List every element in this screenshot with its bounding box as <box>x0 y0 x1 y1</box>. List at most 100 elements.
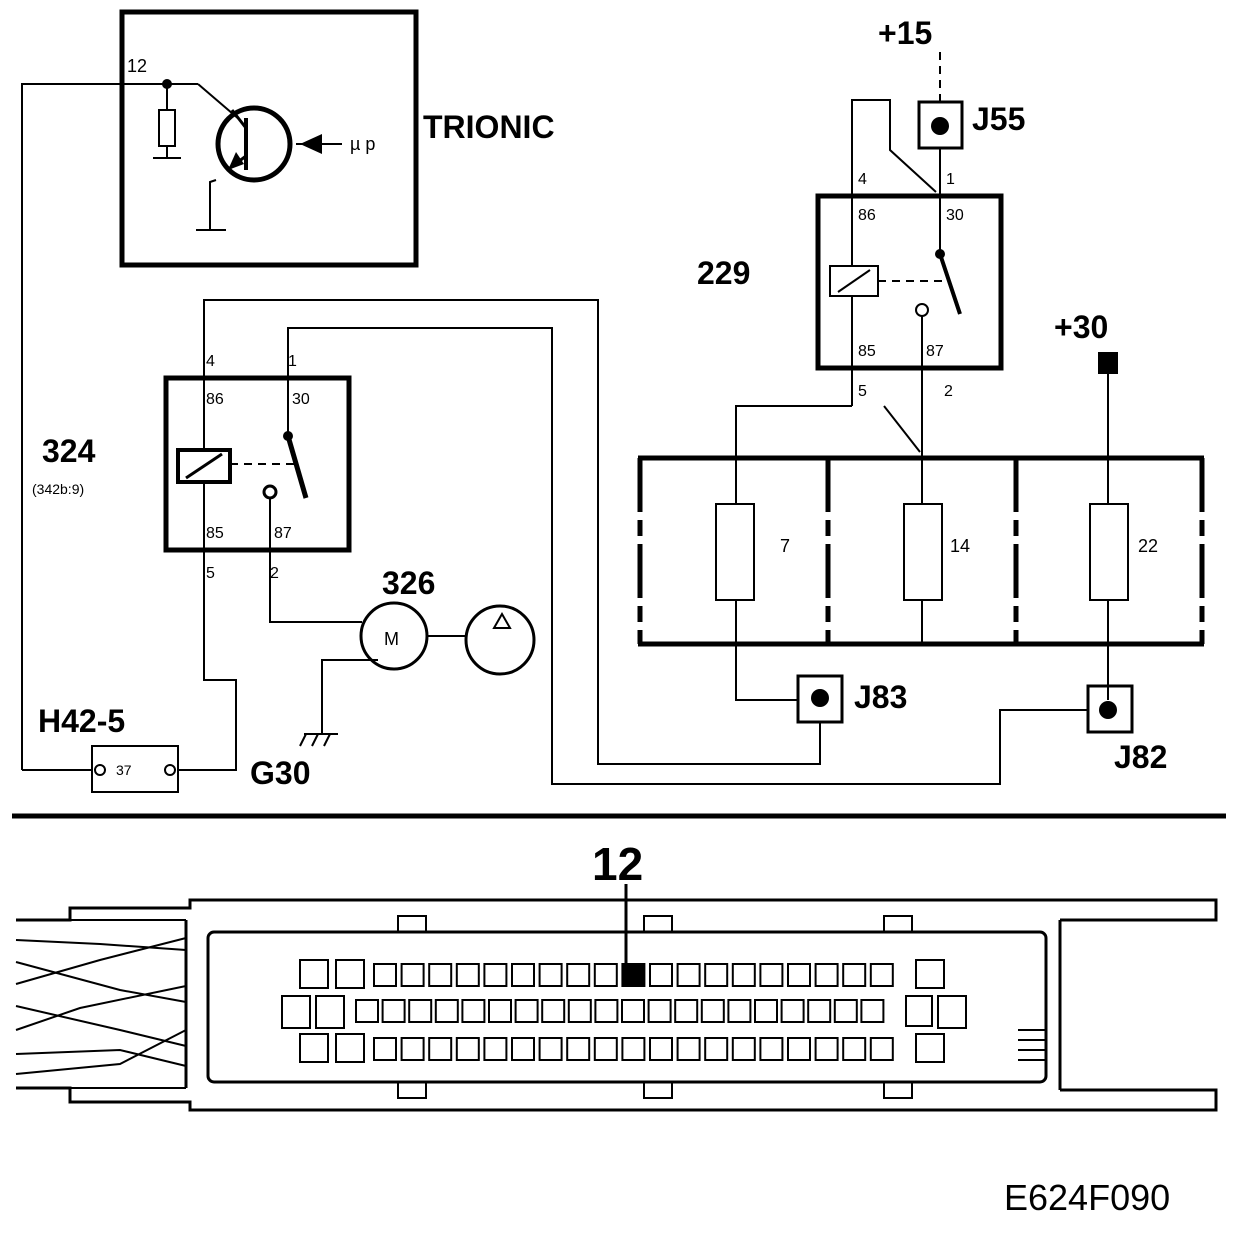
relay324-t2: 2 <box>270 565 279 582</box>
fuse-22-label: 22 <box>1138 536 1158 556</box>
relay324-t1: 1 <box>288 353 297 370</box>
plug-pin <box>373 963 397 987</box>
motor-label: M <box>384 629 399 649</box>
ground-label: G30 <box>250 755 310 791</box>
plug-pin <box>400 1037 425 1061</box>
plug-pin <box>780 999 805 1023</box>
plug-pin <box>731 1037 756 1061</box>
j82-label: J82 <box>1114 739 1167 775</box>
plug-pin <box>937 995 967 1029</box>
plug-pin <box>842 1037 867 1061</box>
plug-pin <box>381 999 406 1023</box>
plug-pin <box>538 1037 563 1061</box>
plug-pin <box>869 1037 894 1061</box>
plug-pin <box>807 999 832 1023</box>
relay324-t85: 85 <box>206 525 224 542</box>
fuse-14-label: 14 <box>950 536 970 556</box>
relay324-t87: 87 <box>274 525 292 542</box>
plug-pin <box>842 963 867 987</box>
plug-pin <box>676 1037 701 1061</box>
plug-pin <box>649 963 673 987</box>
plug-pin <box>621 999 645 1023</box>
plug-pin <box>833 999 858 1023</box>
ecu-name: TRIONIC <box>423 109 555 145</box>
plug-pin <box>593 963 618 987</box>
relay229-t30: 30 <box>946 207 964 224</box>
plug-pin <box>647 999 672 1023</box>
plug-pin <box>373 1037 397 1061</box>
figure-code: E624F090 <box>1004 1177 1170 1218</box>
plug-pin-rows <box>281 959 967 1063</box>
relay-324: 4 1 86 30 85 87 <box>163 353 352 553</box>
plug-pin <box>538 963 563 987</box>
relay229-t87: 87 <box>926 343 944 360</box>
plug-pin <box>299 1033 329 1063</box>
plug-pin <box>461 999 486 1023</box>
plug-pin <box>700 999 725 1023</box>
plug-pin <box>408 999 433 1023</box>
plug-pin-label: 12 <box>592 838 643 890</box>
plug-pin <box>335 1033 365 1063</box>
plug-pin <box>428 963 453 987</box>
plug-pin <box>483 1037 508 1061</box>
relay229-t2: 2 <box>944 383 953 400</box>
plug-pin <box>455 963 480 987</box>
plug-pin <box>727 999 752 1023</box>
plug-pin <box>428 1037 453 1061</box>
plug-pin <box>759 963 784 987</box>
plug-pin <box>483 963 508 987</box>
plug-pin <box>704 1037 729 1061</box>
plug-pin <box>434 999 459 1023</box>
plug-pin <box>676 963 701 987</box>
plug-pin <box>787 1037 811 1061</box>
plug-pin <box>704 963 729 987</box>
plug-pin <box>759 1037 784 1061</box>
relay229-t1: 1 <box>946 171 955 188</box>
plug-pin <box>400 963 425 987</box>
plug-pin <box>514 999 539 1023</box>
plug-pin <box>455 1037 480 1061</box>
plug-pin <box>594 999 619 1023</box>
pump-id: 326 <box>382 565 435 601</box>
connector-pin: 37 <box>116 762 132 778</box>
plug-pin <box>731 963 756 987</box>
plug-pin <box>335 959 365 989</box>
plug-pin <box>281 995 311 1029</box>
plug-pin <box>621 1037 646 1061</box>
plug-pin <box>566 963 591 987</box>
plug-pin <box>567 999 592 1023</box>
relay324-t86: 86 <box>206 391 224 408</box>
relay324-t30: 30 <box>292 391 310 408</box>
plug-pin <box>754 999 778 1023</box>
relay324-id: 324 <box>42 433 96 469</box>
plug-pin <box>511 963 535 987</box>
plug-pin <box>355 999 379 1023</box>
plug-pin <box>315 995 345 1029</box>
plug-pin <box>299 959 329 989</box>
relay229-t86: 86 <box>858 207 876 224</box>
relay324-t5: 5 <box>206 565 215 582</box>
plug-pin <box>787 963 811 987</box>
relay324-sub: (342b:9) <box>32 481 84 497</box>
plug-pin <box>566 1037 591 1061</box>
ecu-pin-label: 12 <box>127 56 147 76</box>
plug-pin <box>915 1033 945 1063</box>
ecu-plug <box>15 898 1218 1112</box>
plug-pin <box>593 1037 618 1061</box>
plug-pin <box>905 995 933 1027</box>
ecu-mu-label: µ p <box>350 134 375 154</box>
relay-229: 4 1 86 30 85 87 <box>815 99 1004 371</box>
plug-pin <box>621 963 646 987</box>
supply-15-label: +15 <box>878 15 932 51</box>
pump-icon <box>464 604 536 676</box>
relay324-t4: 4 <box>206 353 215 370</box>
plug-pin <box>674 999 699 1023</box>
relay229-id: 229 <box>697 255 750 291</box>
h42-connector <box>91 745 179 793</box>
plug-pin <box>541 999 566 1023</box>
relay229-t85: 85 <box>858 343 876 360</box>
j55-label: J55 <box>972 101 1025 137</box>
trionic-ecu: 12 µ p <box>119 9 419 268</box>
j83-label: J83 <box>854 679 907 715</box>
